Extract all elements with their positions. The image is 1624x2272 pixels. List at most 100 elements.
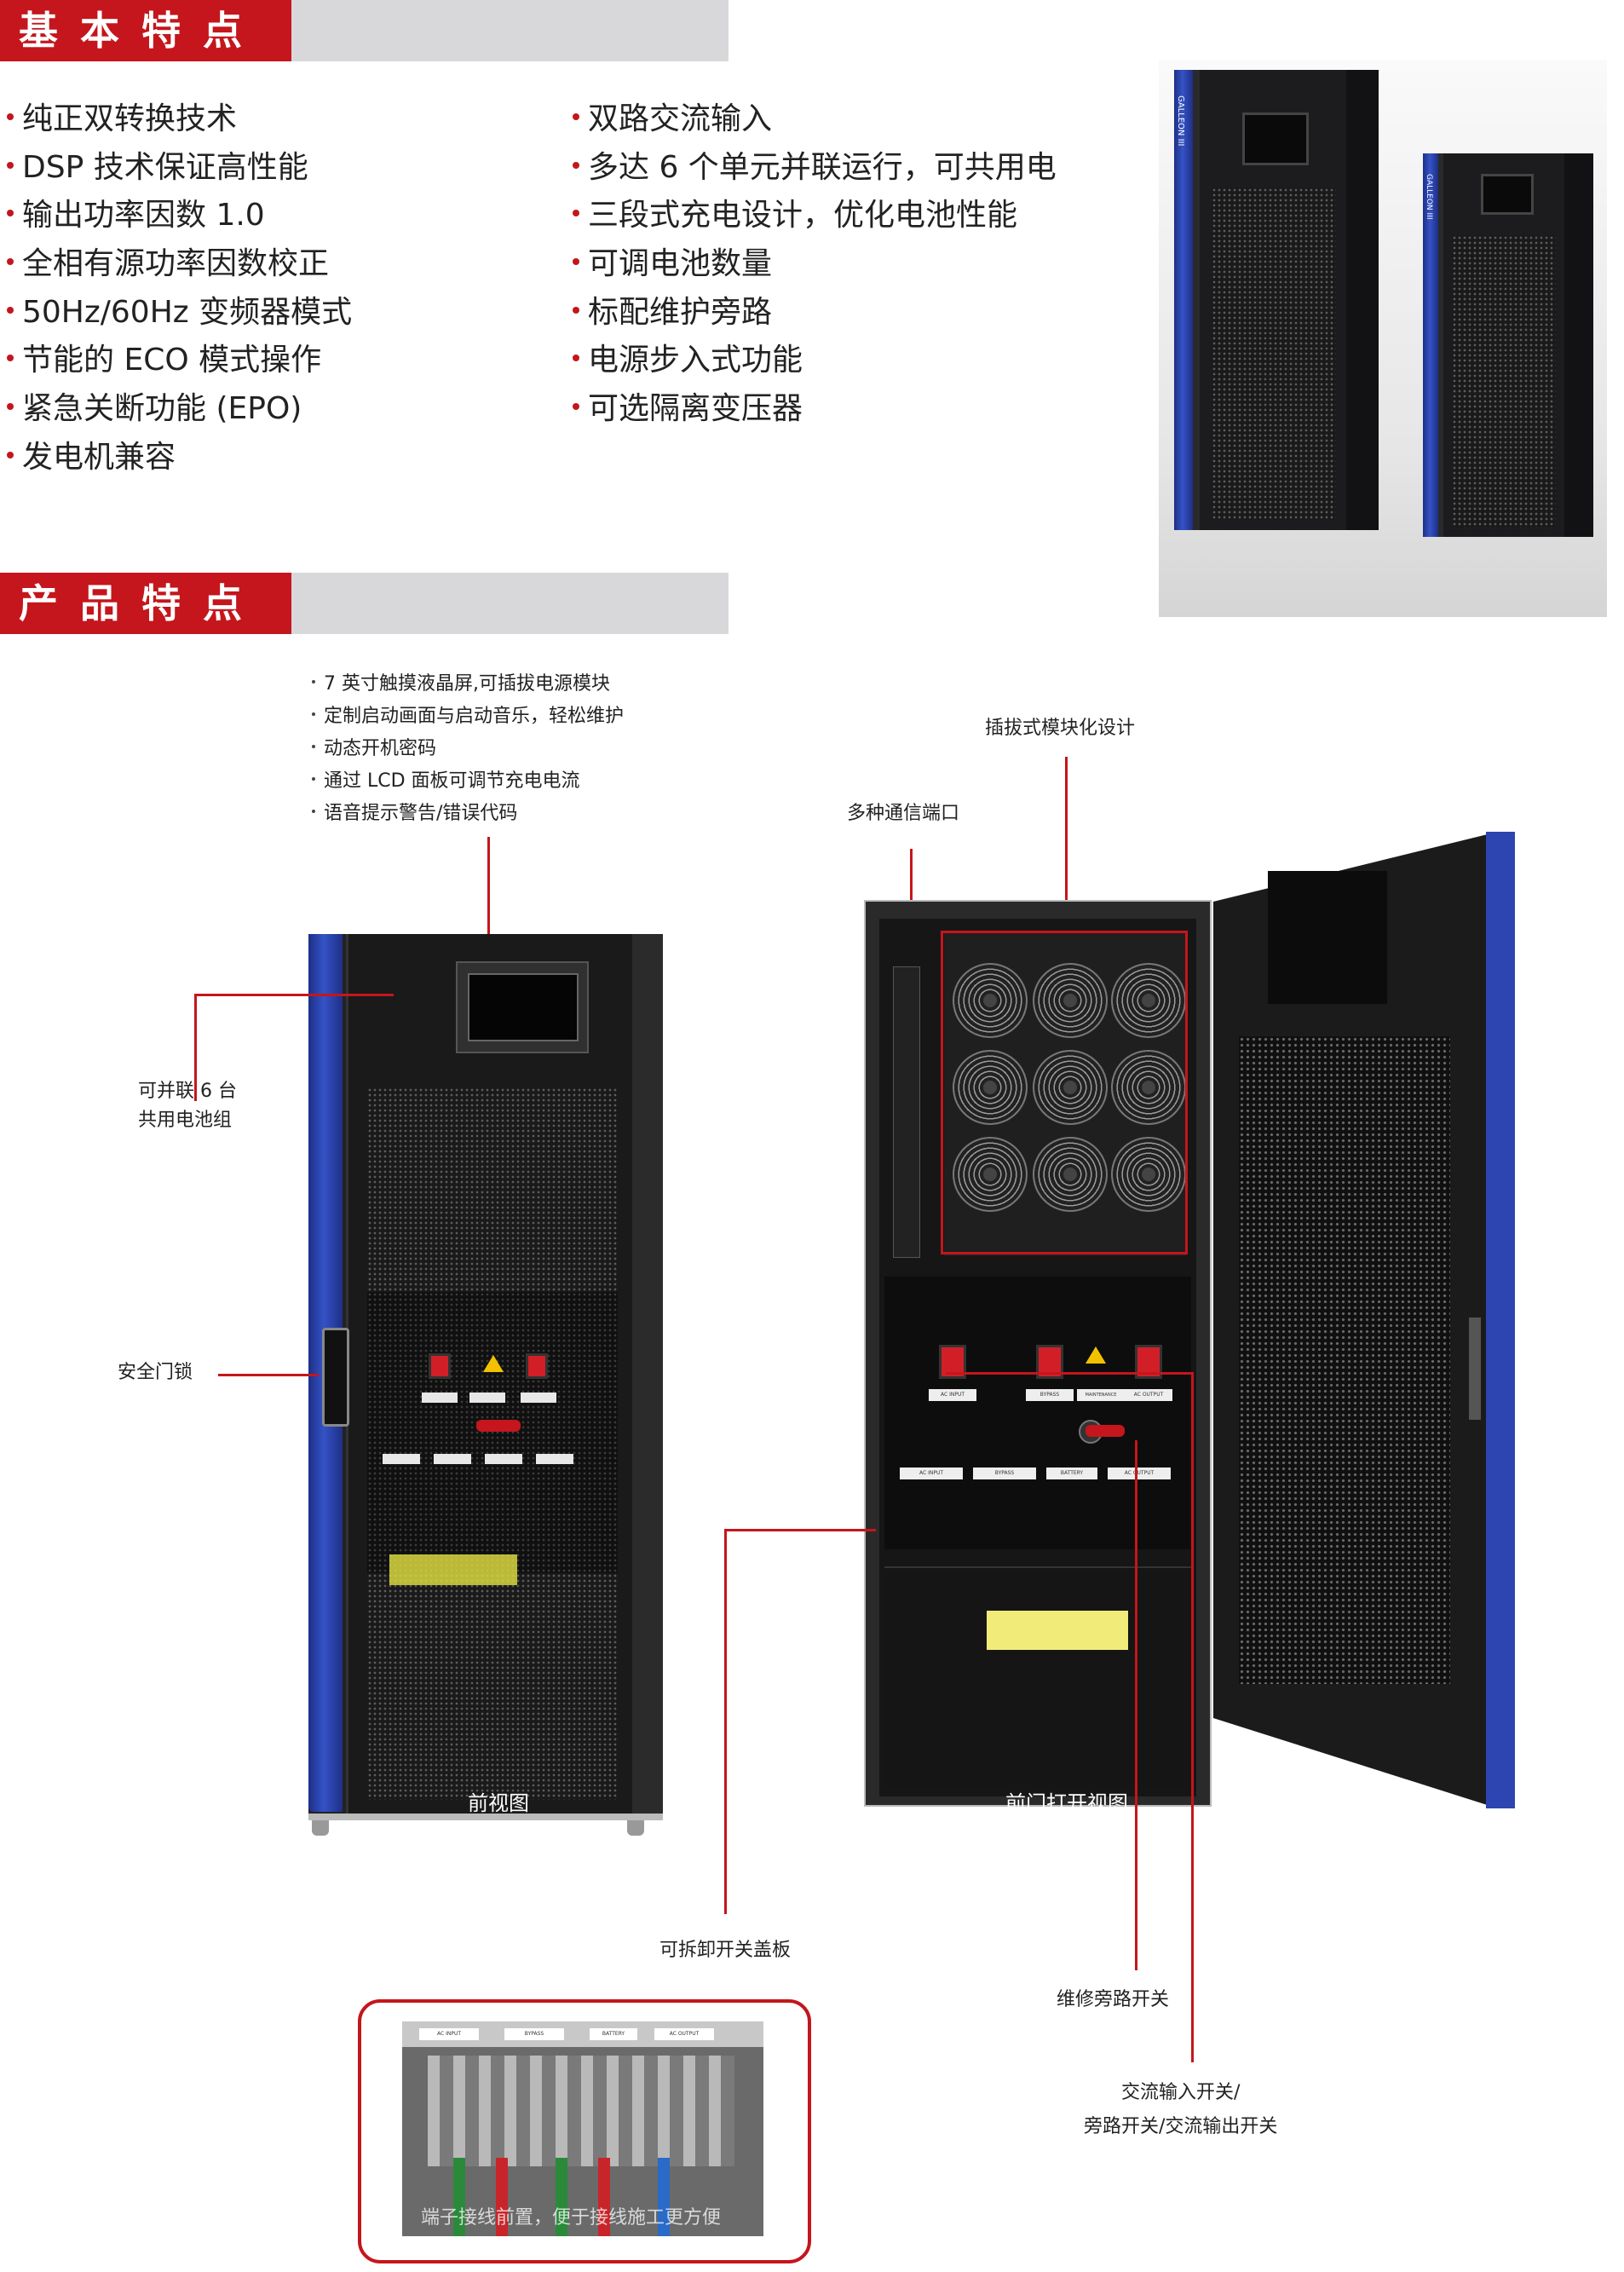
bullet-icon (7, 161, 14, 169)
power-module-bay (944, 932, 1186, 1256)
features-left-list: 纯正双转换技术 DSP 技术保证高性能 输出功率因数 1.0 全相有源功率因数校… (7, 95, 352, 482)
callout-line (194, 994, 197, 1101)
label-plate (521, 1393, 556, 1403)
callout-line (1135, 1440, 1137, 1970)
label-plate (469, 1393, 505, 1403)
lcd-bezel (456, 961, 589, 1053)
bullet-icon (312, 777, 315, 781)
callout-line (1065, 757, 1068, 941)
callout-line (194, 994, 394, 996)
vent-grille (1212, 187, 1336, 520)
list-item: 发电机兼容 (7, 434, 352, 482)
bullet-icon (312, 810, 315, 813)
warning-icon (483, 1355, 504, 1372)
bullet-icon (573, 258, 579, 266)
list-item: 输出功率因数 1.0 (7, 192, 352, 240)
bullet-icon (573, 161, 579, 169)
wiring-caption: 端子接线前置，便于接线施工更方便 (421, 2207, 722, 2229)
list-item: 全相有源功率因数校正 (7, 240, 352, 289)
warning-label (987, 1611, 1128, 1650)
section-header-accent (0, 0, 291, 61)
fan-icon (953, 1050, 1028, 1125)
cabinet-door (1443, 153, 1564, 537)
bullet-icon (7, 258, 14, 266)
cabinet-side (1564, 153, 1593, 537)
foot (312, 1820, 329, 1836)
wiring-photo-frame: AC INPUT BYPASS BATTERY AC OUTPUT 端子接线前置… (358, 1999, 811, 2263)
cabinet-side (632, 934, 663, 1814)
callout-line (487, 837, 490, 1012)
label-plate (422, 1393, 458, 1403)
section-header-basic: 基本特点 (0, 0, 728, 61)
terminal-label: AC OUTPUT (654, 2028, 714, 2040)
parallel-callout: 可并联 6 台 共用电池组 (138, 1081, 237, 1131)
door-lock-callout: 安全门锁 (118, 1362, 193, 1383)
list-item: 可调电池数量 (573, 240, 1057, 289)
bypass-handle (476, 1420, 521, 1432)
list-item: 标配维护旁路 (573, 289, 1057, 337)
label-plate (536, 1454, 573, 1464)
door-edge (1174, 70, 1193, 530)
door-open-cabinet: AC INPUT BYPASS MAINTENANCE BYPASS AC OU… (864, 900, 1212, 1815)
terminal-label: BYPASS (973, 1468, 1036, 1479)
section-title: 基本特点 (19, 8, 264, 54)
foot (627, 1820, 644, 1836)
switch-cover-plate (884, 1566, 1191, 1786)
bullet-icon (7, 210, 14, 217)
maint-bypass-callout: 维修旁路开关 (1057, 1989, 1170, 2010)
fan-icon (953, 963, 1028, 1038)
internal-panel (367, 1292, 618, 1573)
vent-grille (367, 1087, 618, 1800)
list-item: DSP 技术保证高性能 (7, 144, 352, 193)
list-item: 纯正双转换技术 (7, 95, 352, 144)
front-view-cabinet: 前视图 (308, 934, 663, 1836)
label-plate (434, 1454, 471, 1464)
list-item: 7 英寸触摸液晶屏,可插拔电源模块 (312, 668, 624, 701)
door-lcd-pocket (1268, 871, 1387, 1004)
front-view-caption: 前视图 (468, 1791, 529, 1815)
list-item: 紧急关断功能 (EPO) (7, 385, 352, 434)
lcd-screen (1481, 174, 1534, 215)
ups-cabinet-large: GALLEON III (1174, 70, 1379, 530)
callout-line (1191, 1372, 1194, 2062)
cable (598, 2158, 610, 2236)
list-item: 多达 6 个单元并联运行，可共用电 (573, 144, 1057, 193)
list-item: 三段式充电设计，优化电池性能 (573, 192, 1057, 240)
list-item: 双路交流输入 (573, 95, 1057, 144)
terminal-label: AC INPUT (900, 1468, 963, 1479)
lcd-screen (468, 973, 579, 1041)
terminal-label: BATTERY (1046, 1468, 1097, 1479)
bullet-icon (573, 113, 579, 120)
door-edge (1423, 153, 1438, 537)
ac-switch-callout: 交流输入开关/ 旁路开关/交流输出开关 (1084, 2082, 1278, 2137)
switch-icon (526, 1353, 548, 1379)
lcd-callout-list: 7 英寸触摸液晶屏,可插拔电源模块 定制启动画面与启动音乐，轻松维护 动态开机密… (312, 668, 624, 830)
switch-label: BYPASS (1026, 1389, 1074, 1401)
modular-callout: 插拔式模块化设计 (985, 718, 1136, 739)
warning-icon (1086, 1346, 1106, 1364)
cable (453, 2158, 465, 2236)
list-item: 定制启动画面与启动音乐，轻松维护 (312, 701, 624, 733)
bullet-icon (312, 712, 315, 716)
bullet-icon (573, 355, 579, 362)
bullet-icon (7, 451, 14, 458)
comm-ports-callout: 多种通信端口 (847, 803, 960, 824)
features-right-list: 双路交流输入 多达 6 个单元并联运行，可共用电 三段式充电设计，优化电池性能 … (573, 95, 1057, 434)
list-item: 节能的 ECO 模式操作 (7, 337, 352, 385)
ups-cabinet-small: GALLEON III (1423, 153, 1593, 537)
callout-line (724, 1529, 727, 1914)
fan-icon (953, 1137, 1028, 1212)
switch-label: AC INPUT (929, 1389, 976, 1401)
fan-icon (1033, 1050, 1108, 1125)
label-plate (383, 1454, 420, 1464)
door-vent-grille (1239, 1036, 1450, 1684)
lcd-screen (1242, 112, 1309, 165)
list-item: 语音提示警告/错误代码 (312, 798, 624, 830)
fan-icon (1111, 1050, 1186, 1125)
warning-label (389, 1554, 517, 1585)
bullet-icon (573, 306, 579, 314)
module-highlight-box (941, 931, 1188, 1254)
comm-port-strip (893, 966, 920, 1258)
bullet-icon (7, 355, 14, 362)
label-plate (485, 1454, 522, 1464)
